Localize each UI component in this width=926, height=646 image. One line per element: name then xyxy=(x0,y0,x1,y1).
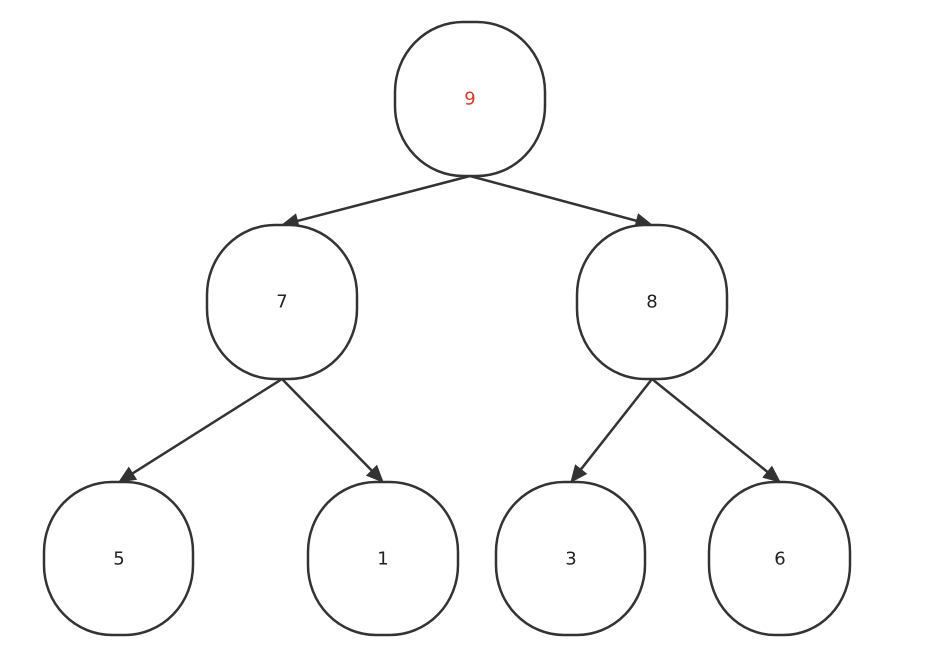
edge-7-to-5 xyxy=(117,377,283,483)
nodes-layer: 9 7 8 5 1 3 6 xyxy=(42,20,852,637)
arrow-head xyxy=(365,464,384,483)
node-label: 7 xyxy=(276,292,287,313)
edge-9-to-8 xyxy=(469,174,654,229)
arrow-head xyxy=(570,464,588,483)
node-circle xyxy=(306,480,460,637)
node-circle xyxy=(393,20,547,178)
node-circle xyxy=(575,223,729,381)
edge-line xyxy=(281,378,373,472)
tree-node-1: 1 xyxy=(306,480,460,637)
node-label: 1 xyxy=(377,549,388,570)
edge-line xyxy=(297,174,471,223)
edge-8-to-6 xyxy=(651,378,781,483)
tree-node-5: 5 xyxy=(42,480,195,637)
node-label: 6 xyxy=(774,549,785,570)
edge-line xyxy=(579,378,653,471)
edge-line xyxy=(651,378,769,473)
node-label: 8 xyxy=(646,292,657,313)
node-circle xyxy=(707,480,852,637)
tree-node-6: 6 xyxy=(707,480,852,637)
node-circle xyxy=(205,223,359,381)
edge-line xyxy=(469,174,637,223)
node-label: 5 xyxy=(113,549,124,570)
node-circle xyxy=(494,480,647,637)
node-circle xyxy=(42,480,195,637)
tree-node-root: 9 xyxy=(393,20,547,178)
tree-node-7: 7 xyxy=(205,223,359,381)
node-label: 9 xyxy=(464,89,475,110)
tree-node-3: 3 xyxy=(494,480,647,637)
node-label: 3 xyxy=(565,549,576,570)
edge-8-to-3 xyxy=(570,378,653,483)
tree-node-8: 8 xyxy=(575,223,729,381)
edge-9-to-7 xyxy=(280,174,471,229)
edge-7-to-1 xyxy=(281,378,384,483)
arrow-head xyxy=(762,465,781,483)
arrow-head xyxy=(117,466,138,483)
edge-line xyxy=(131,377,283,475)
